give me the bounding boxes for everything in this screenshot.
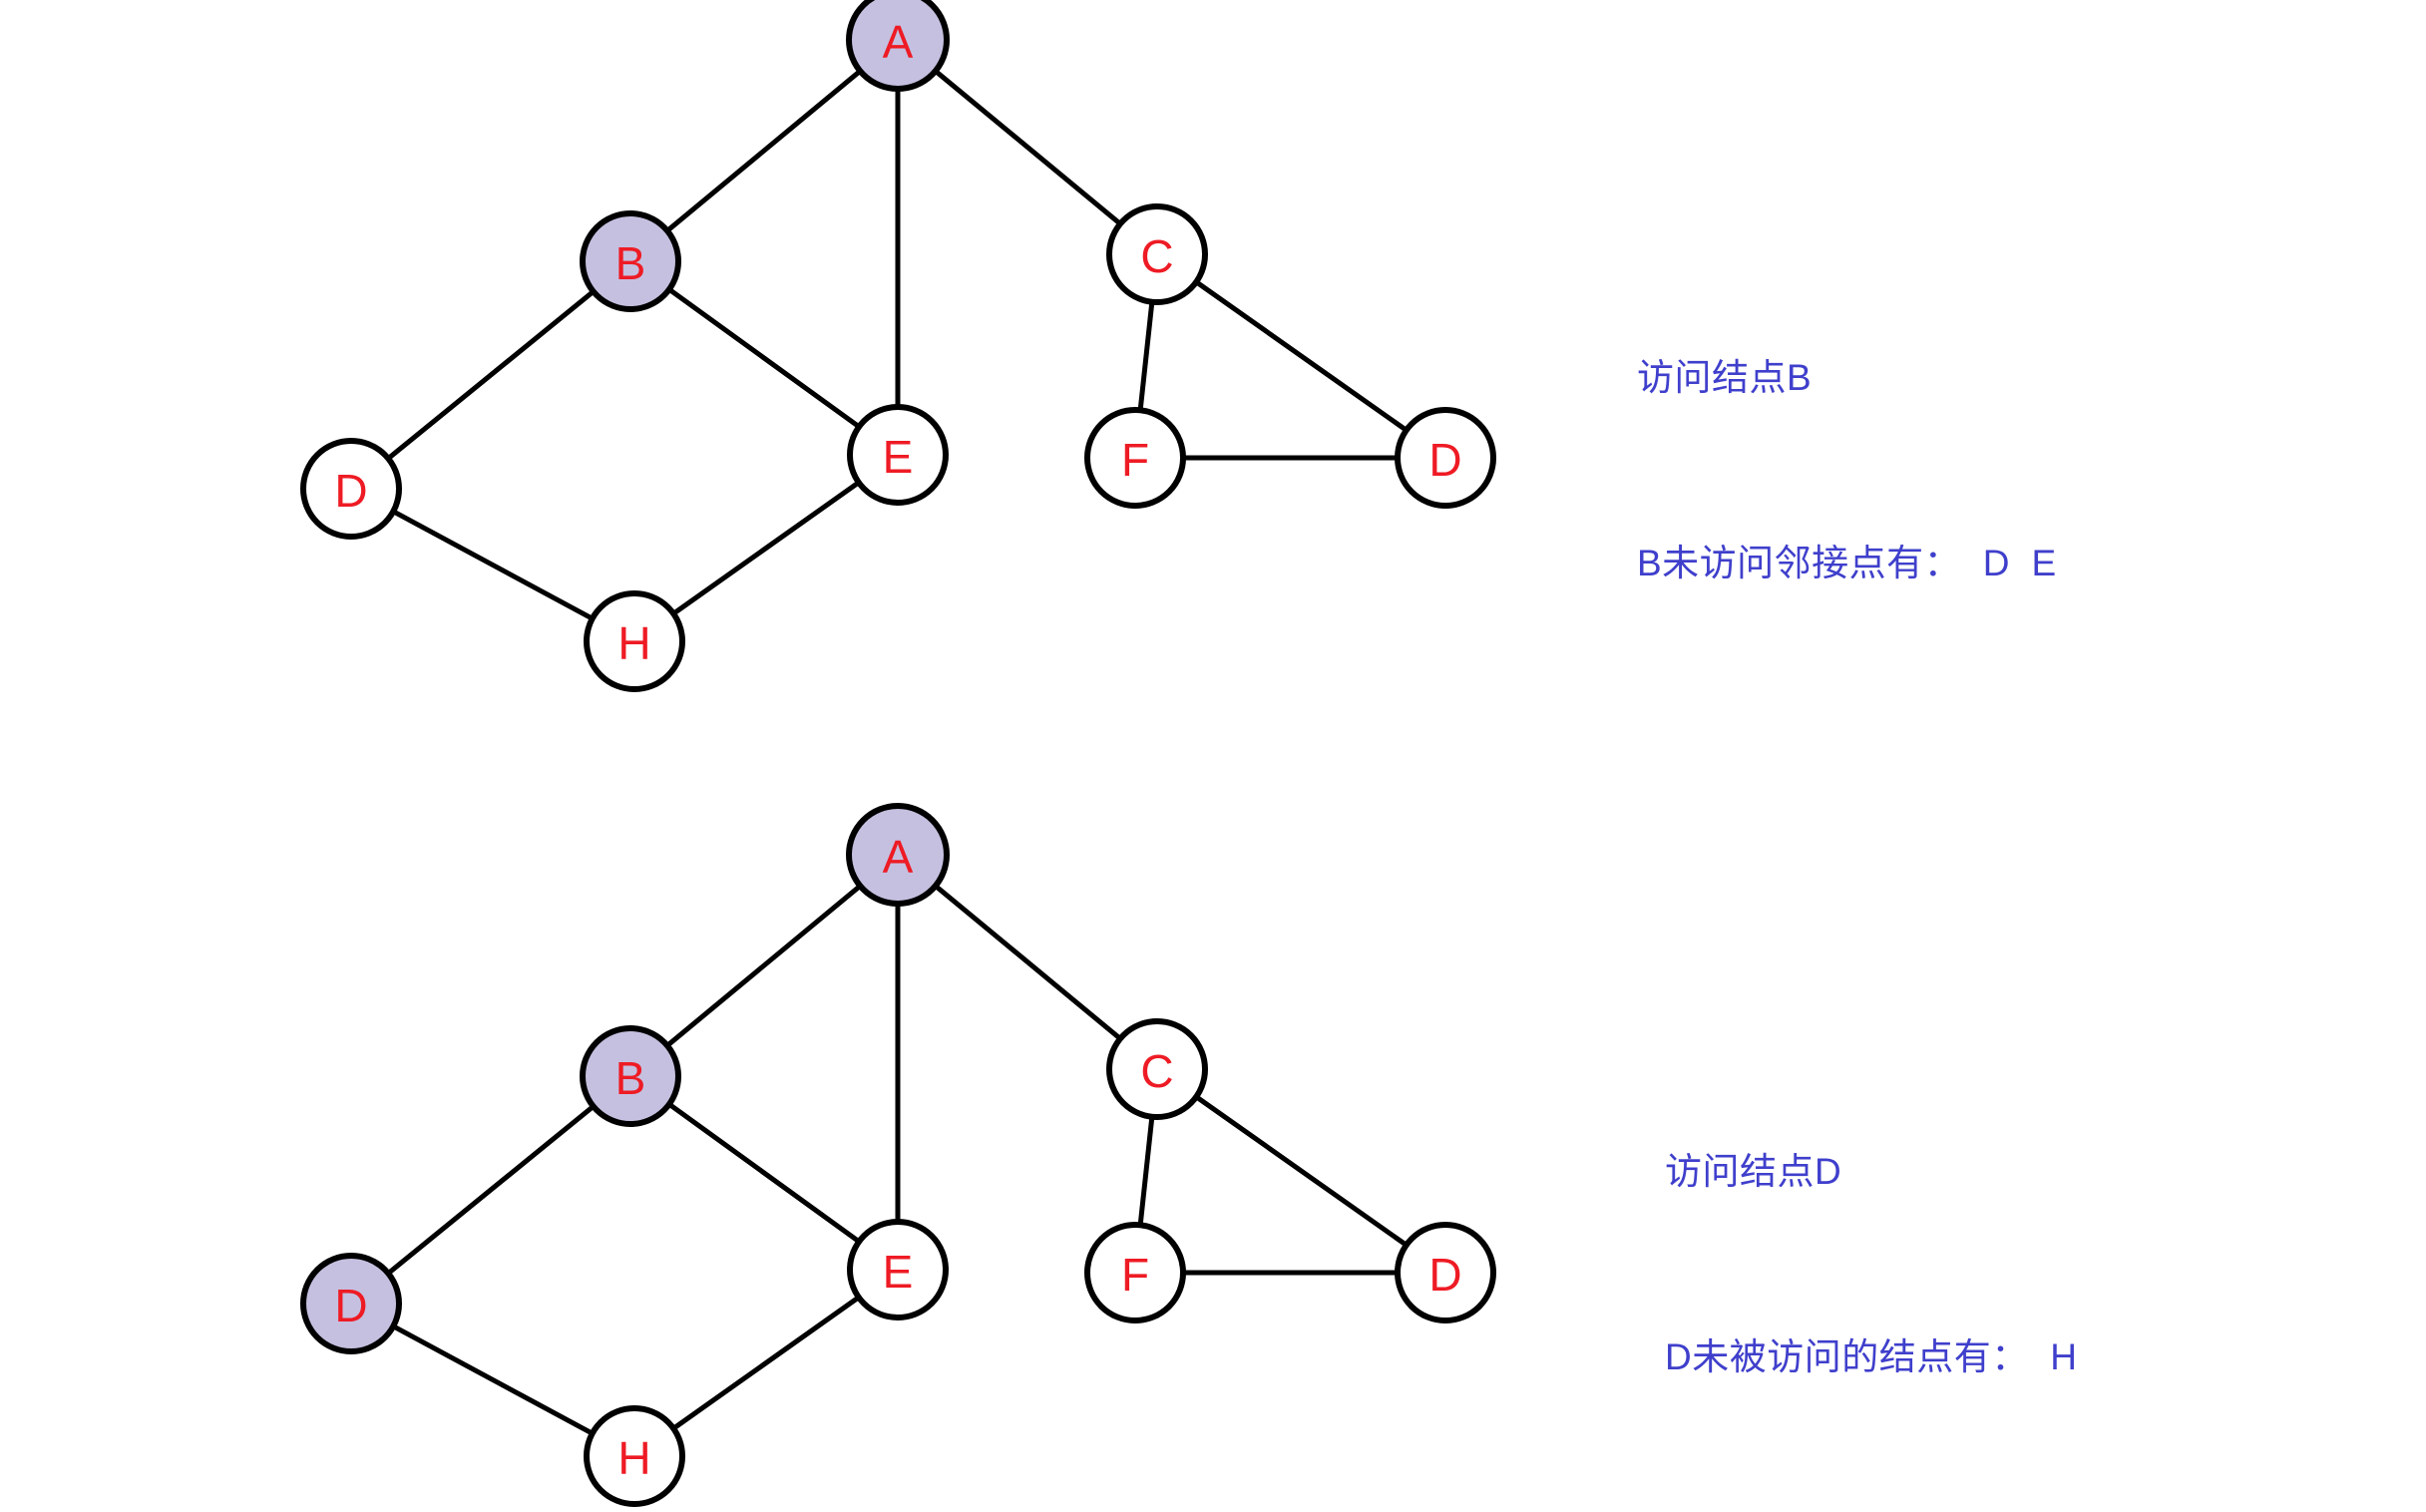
graph-edge-C-D [1192,1093,1411,1249]
graph-edge-A-C [931,67,1125,228]
node-label: F [1121,434,1149,486]
node-label: E [883,431,914,483]
graph-node-C[interactable]: C [1106,203,1208,305]
graph-edge-C-D [1192,278,1411,434]
graph-node-D[interactable]: D [300,438,402,540]
graph-edge-C-F [1137,1112,1155,1230]
annotation-line-1: 访问结点B [1637,357,1813,398]
graph-edge-B-E [664,285,864,431]
graph-node-B[interactable]: B [580,1025,681,1127]
graph-node-D[interactable]: D [1395,407,1496,509]
node-label: H [617,617,650,669]
node-label: A [883,831,914,883]
node-label: H [617,1432,650,1484]
annotation-line-2: D未被访问的结点有： H [1665,1336,2078,1377]
graph-edge-H-E [669,479,863,617]
graph-edge-C-F [1137,297,1155,415]
node-label: C [1140,230,1173,282]
graph-edge-A-B [662,882,865,1050]
node-label: F [1121,1249,1149,1301]
node-circle[interactable] [300,438,402,540]
annotation-line-2: B未访问邻接点有： D E [1637,543,2057,583]
node-circle[interactable] [847,404,949,506]
graph-node-C[interactable]: C [1106,1018,1208,1120]
figure-1: A B D E H C F D [300,0,1496,692]
graph-node-E[interactable]: E [847,1219,949,1321]
graph-node-B[interactable]: B [580,210,681,312]
node-circle[interactable] [847,1219,949,1321]
node-label: D [334,465,367,517]
annotation-line-1: 访问结点D [1665,1151,1842,1192]
graph-edge-A-B [662,67,865,235]
node-circle[interactable] [300,1253,402,1354]
node-label: D [334,1280,367,1331]
node-circle[interactable] [846,803,950,907]
node-circle[interactable] [1106,1018,1208,1120]
node-circle[interactable] [1084,407,1186,509]
graph-node-F[interactable]: F [1084,407,1186,509]
graph-node-D[interactable]: D [1395,1222,1496,1323]
graph-edge-B-D [384,287,598,463]
graph-node-A[interactable]: A [846,803,950,907]
node-label: B [615,1052,646,1104]
node-circle[interactable] [580,1025,681,1127]
annotation-figure-2: 访问结点D D未被访问的结点有： H [1665,1017,2078,1512]
node-label: D [1428,1249,1461,1301]
node-label: A [883,16,914,68]
edge-group [384,882,1411,1437]
graph-node-D[interactable]: D [300,1253,402,1354]
annotation-figure-1: 访问结点B B未访问邻接点有： D E [1637,223,2057,718]
graph-edge-B-D [384,1102,598,1278]
node-circle[interactable] [584,590,685,692]
node-circle[interactable] [1106,203,1208,305]
node-circle[interactable] [580,210,681,312]
graph-edge-B-E [664,1100,864,1246]
graph-edge-H-E [669,1294,863,1432]
node-circle[interactable] [1395,1222,1496,1323]
edge-group [384,67,1411,622]
figure-2: A B D E H C F D [300,803,1496,1507]
node-label: B [615,237,646,289]
node-circle[interactable] [846,0,950,92]
graph-node-H[interactable]: H [584,1405,685,1507]
graph-node-H[interactable]: H [584,590,685,692]
node-label: E [883,1246,914,1298]
node-circle[interactable] [1084,1222,1186,1323]
node-circle[interactable] [1395,407,1496,509]
graph-node-A[interactable]: A [846,0,950,92]
graph-node-F[interactable]: F [1084,1222,1186,1323]
graph-edge-D-H [388,508,598,622]
graph-edge-D-H [388,1323,598,1437]
node-label: D [1428,434,1461,486]
graph-node-E[interactable]: E [847,404,949,506]
node-label: C [1140,1045,1173,1097]
graph-edge-A-C [931,882,1125,1043]
